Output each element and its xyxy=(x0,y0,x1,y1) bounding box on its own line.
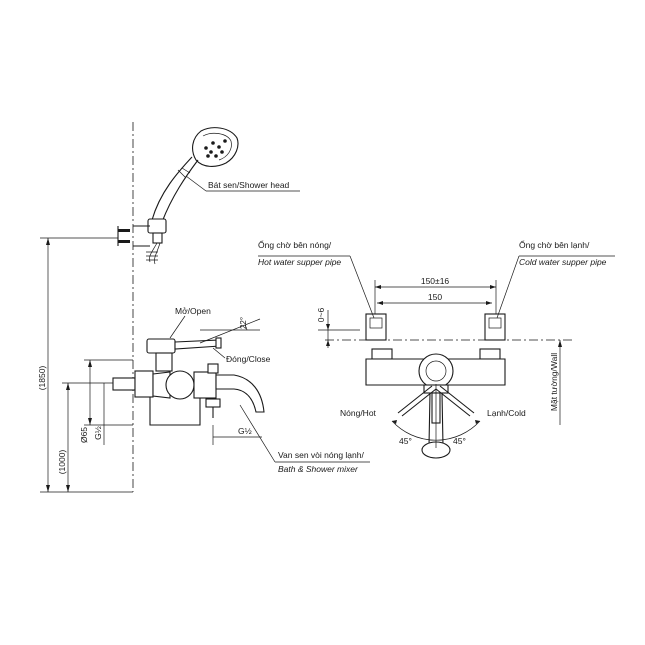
shower-head-leader xyxy=(185,175,207,192)
hot-pipe-label-en: Hot water supper pipe xyxy=(258,257,341,267)
dim-150-16-label: 150±16 xyxy=(421,276,450,286)
dim-1850-label: (1850) xyxy=(37,366,47,391)
angle-45-left-label: 45° xyxy=(399,436,412,446)
hot-pipe-label-vn: Ống chờ bên nóng/ xyxy=(258,239,332,250)
dim-150-label: 150 xyxy=(428,292,442,302)
shower-head-label: Bát sen/Shower head xyxy=(208,180,290,190)
cold-pipe-label-en: Cold water supper pipe xyxy=(519,257,607,267)
angle-22-label: 22° xyxy=(239,317,248,329)
dim-0-6-label: 0~6 xyxy=(316,308,326,323)
g-half-left-label: G½ xyxy=(93,426,103,440)
open-label: Mở/Open xyxy=(175,306,211,316)
cold-pipe-label-vn: Ống chờ bên lạnh/ xyxy=(519,239,590,250)
close-label: Đóng/Close xyxy=(226,354,271,364)
g-half-bottom-label: G½ xyxy=(238,426,252,436)
top-view: 0~6 150±16 150 xyxy=(258,239,615,459)
mixer-body-drawing xyxy=(112,337,265,426)
mixer-label-en: Bath & Shower mixer xyxy=(278,464,359,474)
dim-1000-label: (1000) xyxy=(57,450,67,475)
mixer-top-drawing xyxy=(365,353,506,459)
cold-pipe-drawing xyxy=(479,313,506,360)
cold-label: Lạnh/Cold xyxy=(487,408,526,418)
side-view: Bát sen/Shower head (1850) (1000) Ø65 G½ xyxy=(37,122,370,493)
angle-45-right-label: 45° xyxy=(453,436,466,446)
shower-head-drawing xyxy=(117,127,239,265)
mixer-label-vn: Van sen vòi nóng lạnh/ xyxy=(278,450,364,460)
hot-label: Nóng/Hot xyxy=(340,408,377,418)
wall-label: Mặt tường/Wall xyxy=(549,353,559,411)
d65-label: Ø65 xyxy=(79,427,89,443)
hot-pipe-drawing xyxy=(365,313,393,360)
